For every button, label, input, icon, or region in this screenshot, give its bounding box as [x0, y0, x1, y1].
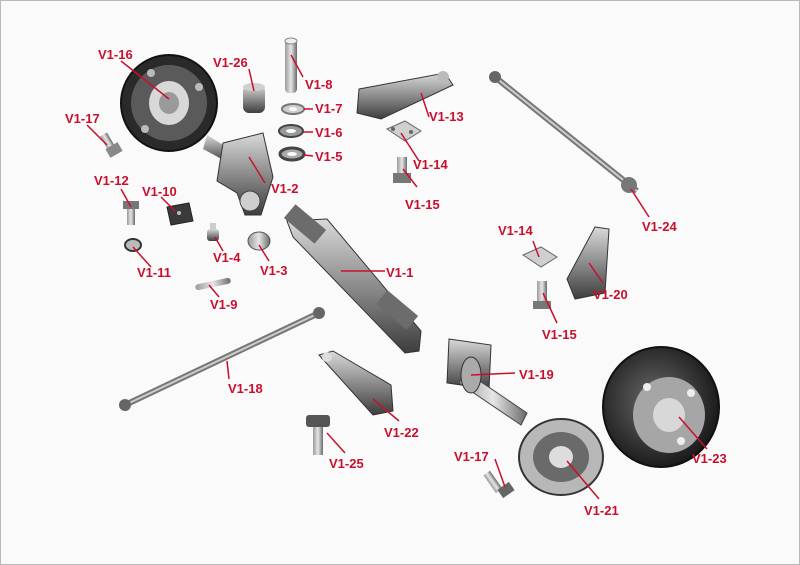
- label-v1-9[interactable]: V1-9: [210, 297, 238, 312]
- grease-nipple-part[interactable]: [207, 223, 219, 241]
- steering-arm-part[interactable]: [566, 226, 610, 300]
- brake-drum-part[interactable]: [602, 346, 720, 468]
- label-v1-25[interactable]: V1-25: [329, 456, 364, 471]
- brake-shoe-part[interactable]: [518, 418, 604, 496]
- washer-part[interactable]: [278, 124, 304, 138]
- label-v1-7[interactable]: V1-7: [315, 101, 343, 116]
- steering-arm-part[interactable]: [318, 350, 394, 416]
- label-v1-17-bottom[interactable]: V1-17: [454, 449, 489, 464]
- tie-rod-part[interactable]: [119, 307, 325, 411]
- label-v1-26[interactable]: V1-26: [213, 55, 248, 70]
- label-v1-2[interactable]: V1-2: [271, 181, 299, 196]
- backing-plate-part[interactable]: [120, 54, 218, 152]
- label-v1-15-right[interactable]: V1-15: [542, 327, 577, 342]
- stub-axle-part[interactable]: [203, 132, 274, 216]
- label-v1-14-right[interactable]: V1-14: [498, 223, 533, 238]
- label-v1-16[interactable]: V1-16: [98, 47, 133, 62]
- drag-link-part[interactable]: [489, 71, 639, 194]
- label-v1-15-top[interactable]: V1-15: [405, 197, 440, 212]
- bolt-part[interactable]: [306, 415, 330, 455]
- washer-part[interactable]: [124, 238, 142, 252]
- bushing-part[interactable]: [243, 83, 265, 113]
- label-v1-23[interactable]: V1-24: [642, 219, 677, 234]
- label-v1-21[interactable]: V1-22: [384, 425, 419, 440]
- label-v1-24[interactable]: V1-18: [228, 381, 263, 396]
- bolt-part[interactable]: [123, 201, 139, 225]
- label-v1-18[interactable]: V1-19: [519, 367, 554, 382]
- bolt-part[interactable]: [483, 470, 515, 499]
- stub-axle-part[interactable]: [446, 338, 528, 426]
- cap-part[interactable]: [247, 231, 271, 251]
- label-v1-10[interactable]: V1-10: [142, 184, 177, 199]
- label-v1-22[interactable]: V1-23: [692, 451, 727, 466]
- label-v1-4[interactable]: V1-4: [213, 250, 241, 265]
- label-v1-11[interactable]: V1-11: [137, 265, 171, 280]
- lock-plate-part[interactable]: [385, 120, 422, 142]
- label-v1-14-top[interactable]: V1-14: [413, 157, 448, 172]
- bolt-part[interactable]: [533, 281, 551, 309]
- label-v1-17-top[interactable]: V1-17: [65, 111, 100, 126]
- kingpin-part[interactable]: [284, 37, 298, 93]
- label-v1-19[interactable]: V1-20: [593, 287, 628, 302]
- label-v1-12[interactable]: V1-12: [94, 173, 129, 188]
- washer-part[interactable]: [281, 103, 305, 115]
- bolt-part[interactable]: [100, 132, 123, 158]
- label-v1-8[interactable]: V1-8: [305, 77, 333, 92]
- label-v1-13[interactable]: V1-13: [429, 109, 464, 124]
- washer-part[interactable]: [278, 146, 306, 162]
- bolt-part[interactable]: [393, 157, 411, 183]
- label-v1-1[interactable]: V1-1: [386, 265, 414, 280]
- steering-arm-part[interactable]: [356, 71, 454, 120]
- leader-lines: [86, 54, 708, 500]
- label-v1-20[interactable]: V1-21: [584, 503, 619, 518]
- axle-beam-part[interactable]: [283, 204, 422, 354]
- lock-plate-part[interactable]: [521, 246, 558, 268]
- label-v1-5[interactable]: V1-5: [315, 149, 343, 164]
- label-v1-6[interactable]: V1-6: [315, 125, 343, 140]
- label-v1-3[interactable]: V1-3: [260, 263, 288, 278]
- pin-part[interactable]: [195, 277, 231, 291]
